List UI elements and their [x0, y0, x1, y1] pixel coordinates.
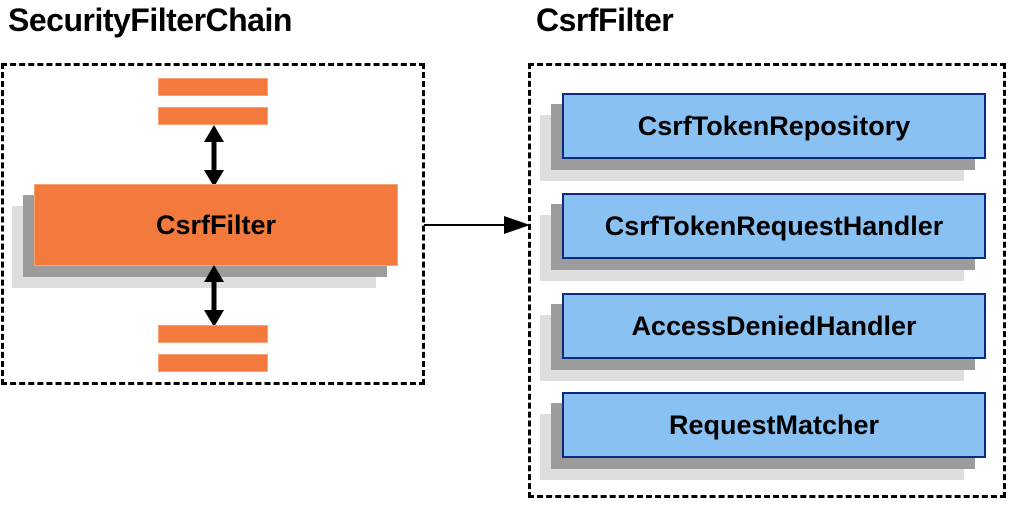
component-node-csrf-token-request-handler: CsrfTokenRequestHandler: [562, 193, 986, 259]
component-node-label: CsrfTokenRequestHandler: [604, 210, 944, 241]
component-node-label: CsrfTokenRepository: [637, 110, 911, 141]
component-node-request-matcher: RequestMatcher: [562, 392, 986, 458]
component-node-label: RequestMatcher: [668, 409, 880, 440]
csrf-filter-heading: CsrfFilter: [536, 2, 674, 38]
csrf-filter-components-box: CsrfTokenRepository CsrfTokenRequestHand…: [528, 63, 1006, 498]
component-node-csrf-token-repository: CsrfTokenRepository: [562, 93, 986, 159]
component-node-access-denied-handler: AccessDeniedHandler: [562, 293, 986, 359]
component-node-label: AccessDeniedHandler: [631, 310, 917, 341]
security-filter-chain-box: CsrfFilter: [1, 63, 425, 385]
other-filter-bar: [158, 325, 268, 343]
delegates-arrow-icon: [424, 216, 530, 234]
bidirectional-arrow-icon: [204, 125, 224, 187]
csrf-filter-node-label: CsrfFilter: [155, 209, 277, 240]
other-filter-bar: [158, 354, 268, 372]
security-filter-chain-heading: SecurityFilterChain: [8, 2, 292, 38]
bidirectional-arrow-icon: [204, 265, 224, 327]
other-filter-bar: [158, 78, 268, 96]
other-filter-bar: [158, 107, 268, 125]
csrf-filter-node: CsrfFilter: [34, 184, 398, 266]
